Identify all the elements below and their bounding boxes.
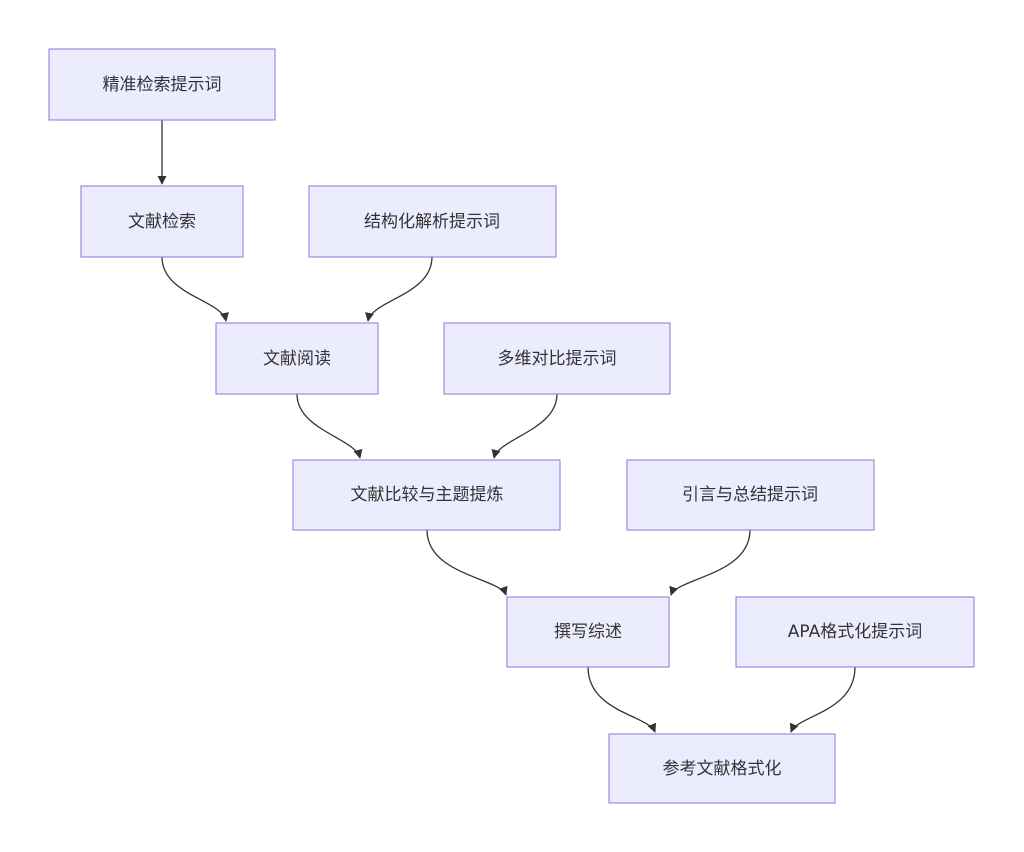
node-label: 撰写综述 [554, 622, 622, 642]
node-label: 文献阅读 [263, 349, 331, 369]
node-label: 文献检索 [128, 212, 196, 232]
edge-literature-reading-to-literature-comparison [296, 393, 363, 459]
node-label: 精准检索提示词 [103, 75, 222, 95]
node-literature-comparison-theme-extraction: 文献比较与主题提炼 [292, 459, 561, 531]
node-introduction-summary-prompt: 引言与总结提示词 [626, 459, 875, 531]
node-label: 文献比较与主题提炼 [351, 485, 504, 505]
edges-layer [157, 120, 856, 733]
node-label: 多维对比提示词 [498, 349, 617, 369]
node-literature-search: 文献检索 [80, 185, 244, 258]
node-label: 参考文献格式化 [663, 759, 782, 779]
node-label: 结构化解析提示词 [364, 212, 500, 232]
edge-write-review-to-reference-formatting [587, 666, 657, 733]
edge-introduction-summary-prompt-to-write-review [669, 529, 751, 596]
nodes-layer: 精准检索提示词 文献检索 结构化解析提示词 文献阅读 多维对比提示词 文献比较与… [48, 48, 975, 804]
node-write-review: 撰写综述 [506, 596, 670, 668]
node-label: 引言与总结提示词 [682, 485, 818, 505]
edge-structured-parsing-prompt-to-literature-reading [365, 256, 433, 322]
edge-multi-dimensional-comparison-prompt-to-literature-comparison [491, 393, 558, 459]
node-structured-parsing-prompt: 结构化解析提示词 [308, 185, 557, 258]
node-precise-search-prompt: 精准检索提示词 [48, 48, 276, 121]
node-reference-formatting: 参考文献格式化 [608, 733, 836, 804]
edge-literature-search-to-literature-reading [161, 256, 229, 322]
node-literature-reading: 文献阅读 [215, 322, 379, 395]
node-apa-formatting-prompt: APA格式化提示词 [735, 596, 975, 668]
node-label: APA格式化提示词 [788, 622, 922, 642]
edge-apa-formatting-prompt-to-reference-formatting [789, 666, 856, 733]
node-multi-dimensional-comparison-prompt: 多维对比提示词 [443, 322, 671, 395]
edge-literature-comparison-to-write-review [426, 529, 508, 596]
